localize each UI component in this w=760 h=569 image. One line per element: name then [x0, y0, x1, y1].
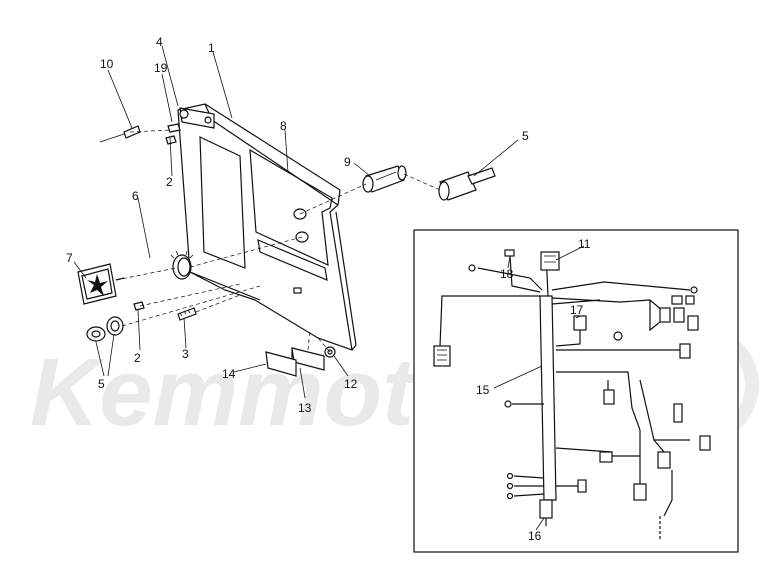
- callout-8: 8: [280, 119, 287, 133]
- callout-16: 16: [528, 529, 542, 543]
- callout-12: 12: [344, 377, 358, 391]
- callout-18: 18: [500, 267, 514, 281]
- callout-19: 19: [154, 61, 168, 75]
- callout-6: 6: [132, 189, 139, 203]
- callout-4: 4: [156, 35, 163, 49]
- indicator-lens: [77, 263, 125, 305]
- callout-2-lower: 2: [134, 351, 141, 365]
- callout-3: 3: [182, 347, 189, 361]
- callout-9: 9: [344, 155, 351, 169]
- toggle-switch: [438, 167, 496, 201]
- harness-inset: [413, 229, 739, 553]
- assembly-lines: [115, 129, 441, 353]
- callout-7: 7: [66, 251, 73, 265]
- callout-5-upper: 5: [522, 129, 529, 143]
- leader-lines: [73, 45, 519, 399]
- indicator-lamp: [362, 165, 407, 193]
- callout-13: 13: [298, 401, 312, 415]
- callout-5-lower: 5: [98, 377, 105, 391]
- callout-labels: 1 2 2 3 4 5 5 6 7 8 9 10 11 12 13 14 15 …: [66, 35, 591, 543]
- callout-1: 1: [208, 41, 215, 55]
- callout-2-upper: 2: [166, 175, 173, 189]
- fasteners: [99, 123, 336, 377]
- callout-11: 11: [578, 237, 591, 251]
- callout-15: 15: [476, 383, 490, 397]
- instrument-panel: [177, 103, 357, 351]
- washer-nut: [86, 316, 124, 342]
- callout-17: 17: [570, 303, 584, 317]
- callout-14: 14: [222, 367, 236, 381]
- callout-10: 10: [100, 57, 114, 71]
